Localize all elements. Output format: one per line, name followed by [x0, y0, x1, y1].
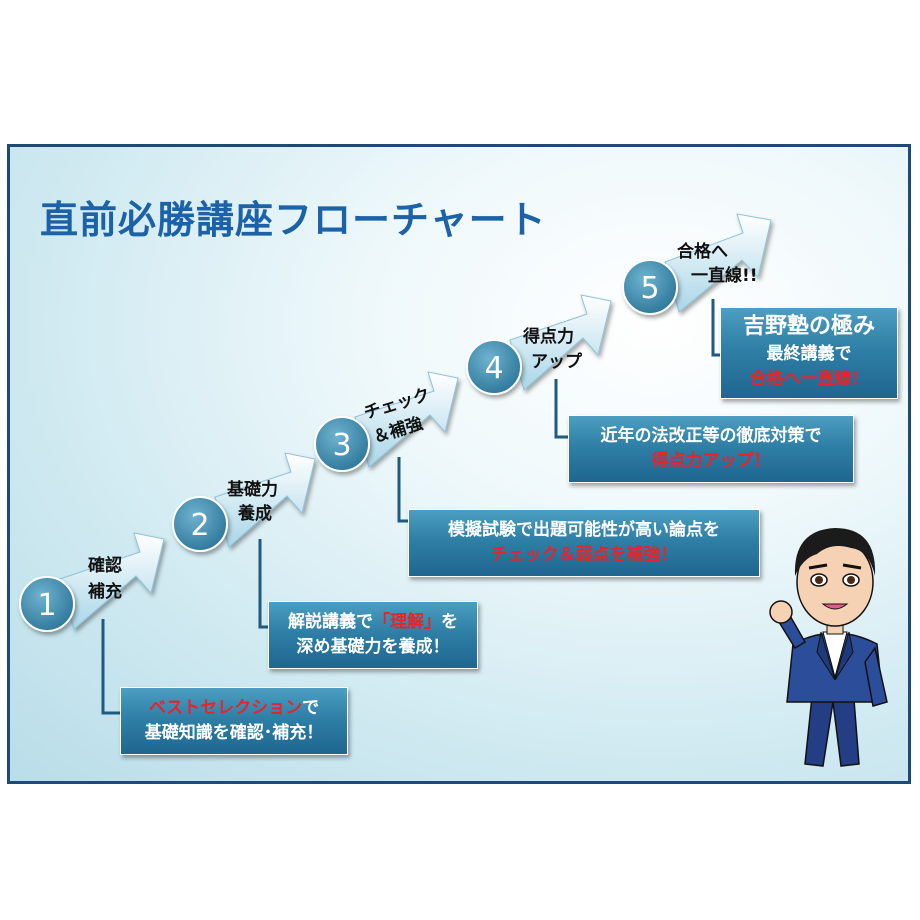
step-arrow-2	[214, 452, 316, 548]
description-box-1: ベストセレクションで 基礎知識を確認･補充！	[120, 687, 348, 755]
step-circle-1	[19, 576, 75, 632]
box-2-highlight: 「理解」	[373, 612, 441, 632]
step-label-4b: アップ	[531, 351, 583, 372]
box-4-line-1: 近年の法改正等の徹底対策で	[600, 426, 822, 446]
step-number-1: 1	[37, 588, 56, 623]
step-label-4a: 得点力	[522, 326, 574, 347]
step-3: 3 チェック ＆補強	[314, 371, 459, 472]
box-5-highlight: 合格へ一直線！	[749, 369, 869, 389]
step-circle-2	[172, 496, 228, 552]
step-arrow-1	[59, 532, 165, 630]
step-circle-4	[466, 339, 522, 395]
step-number-2: 2	[190, 508, 209, 543]
box-1-after: で	[302, 698, 320, 718]
step-circle-3	[314, 416, 370, 472]
step-label-2a: 基礎力	[226, 479, 278, 500]
connector-lines	[101, 299, 728, 715]
step-number-5: 5	[640, 271, 659, 306]
description-box-4: 近年の法改正等の徹底対策で 得点力アップ！	[568, 415, 854, 483]
box-4-highlight: 得点力アップ！	[651, 451, 771, 471]
box-1-line-2: 基礎知識を確認･補充！	[144, 723, 324, 743]
box-3-highlight: チェック＆弱点を補強！	[490, 545, 678, 565]
step-circle-5	[622, 259, 678, 315]
box-2-before: 解説講義で	[288, 612, 373, 632]
step-label-1b: 補充	[87, 581, 122, 602]
page-title: 直前必勝講座フローチャート	[40, 198, 547, 242]
flowchart-frame: 直前必勝講座フローチャート 1	[7, 144, 911, 784]
box-1-line-1: ベストセレクションで	[121, 696, 347, 721]
step-arrow-4	[509, 294, 612, 391]
step-arrow-5	[664, 213, 772, 313]
step-label-2b: 養成	[237, 503, 272, 524]
description-box-5: 吉野塾の極み 最終講義で 合格へ一直線！	[720, 307, 898, 399]
box-3-line-1: 模擬試験で出題可能性が高い論点を	[448, 520, 720, 540]
step-arrow-3	[354, 371, 459, 468]
box-2-line-1: 解説講義で「理解」を	[269, 610, 477, 635]
step-number-4: 4	[484, 351, 503, 386]
step-4: 4 得点力 アップ	[466, 294, 612, 395]
step-label-5b: 一直線!!	[691, 265, 758, 286]
instructor-illustration	[769, 528, 888, 767]
step-label-1a: 確認	[88, 555, 122, 576]
connector-line-1	[101, 619, 128, 715]
description-box-3: 模擬試験で出題可能性が高い論点を チェック＆弱点を補強！	[408, 509, 760, 577]
box-1-highlight: ベストセレクション	[148, 698, 303, 718]
step-1: 1 確認 補充	[19, 532, 165, 632]
box-5-heading: 吉野塾の極み	[742, 314, 875, 339]
box-5-line-2: 最終講義で	[766, 344, 852, 364]
step-label-5a: 合格へ	[677, 241, 728, 262]
step-5: 5 合格へ 一直線!!	[622, 213, 772, 315]
box-2-after: を	[441, 612, 458, 632]
flow-diagram: 1 確認 補充 2 基礎力 養成 3 チェック ＆補強 4 得点力 アップ	[19, 213, 772, 715]
description-box-2: 解説講義で「理解」を 深め基礎力を養成！	[268, 601, 478, 669]
step-2: 2 基礎力 養成	[172, 452, 316, 552]
step-number-3: 3	[332, 428, 351, 463]
box-2-line-2: 深め基礎力を養成！	[296, 637, 450, 657]
